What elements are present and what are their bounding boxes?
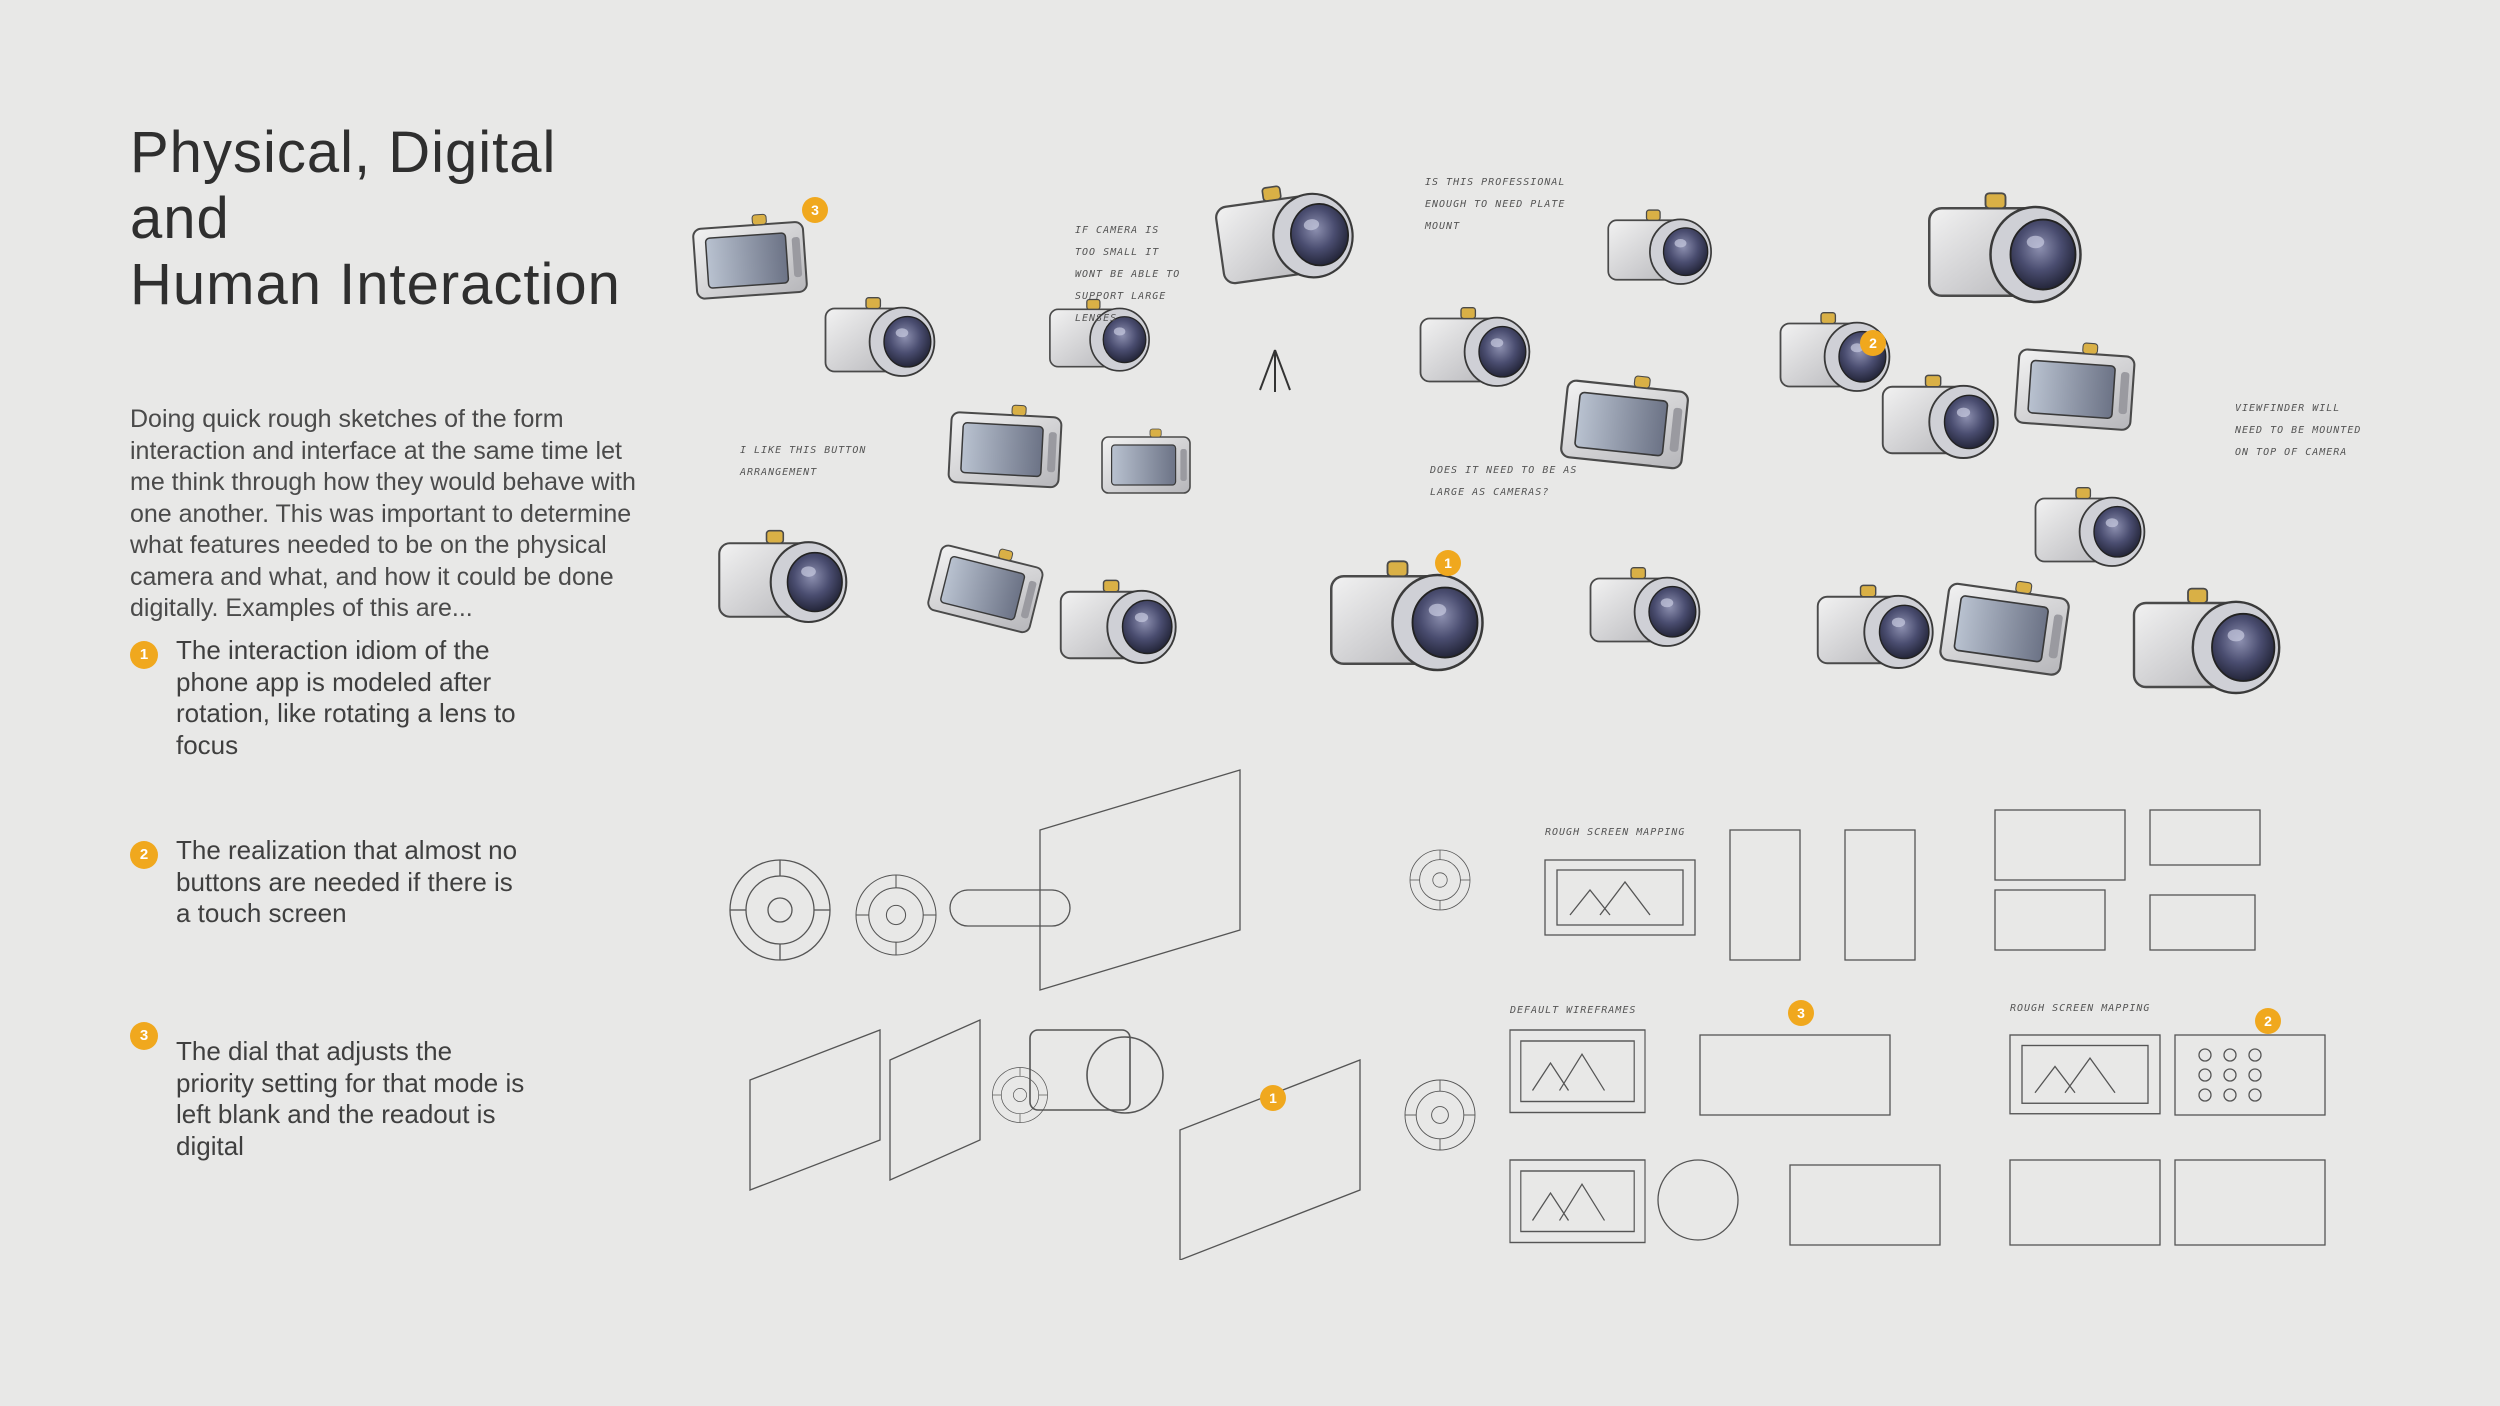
note-screen-mapping-1: ROUGH SCREEN MAPPING: [1545, 827, 1686, 838]
point-2: 2 The realization that almost no buttons…: [130, 835, 530, 930]
note-size: DOES IT NEED TO BE AS LARGE AS CAMERAS?: [1430, 465, 1578, 498]
note-lens-size: IF CAMERA IS TOO SMALL IT WONT BE ABLE T…: [1075, 225, 1181, 324]
point-text-1: The interaction idiom of the phone app i…: [176, 635, 516, 760]
point-text-2: The realization that almost no buttons a…: [176, 835, 518, 928]
number-badge-1: 1: [130, 641, 158, 669]
camera-render-sketches: [691, 175, 2281, 695]
point-3: 3 The dial that adjusts the priority set…: [130, 1022, 530, 1162]
camera-sketches-illustration: [691, 175, 2326, 1260]
marker-3-top: 3: [802, 197, 828, 223]
page-title: Physical, Digital and Human Interaction: [130, 120, 650, 318]
number-badge-2: 2: [130, 841, 158, 869]
number-badge-3: 3: [130, 1022, 158, 1050]
point-1: 1 The interaction idiom of the phone app…: [130, 635, 530, 761]
wireframe-sketches: [729, 769, 2326, 1260]
intro-paragraph: Doing quick rough sketches of the form i…: [130, 405, 636, 622]
title-line-1: Physical, Digital and: [130, 120, 557, 251]
note-default-wireframes: DEFAULT WIREFRAMES: [1510, 1005, 1637, 1016]
point-text-3: The dial that adjusts the priority setti…: [176, 1036, 525, 1161]
marker-3-bottom: 3: [1788, 1000, 1814, 1026]
marker-1-bottom: 1: [1260, 1085, 1286, 1111]
sketch-board: 3 2 1 3 2 1 IF CAMERA IS TOO SMALL IT WO…: [680, 150, 2380, 1260]
marker-1-top: 1: [1435, 550, 1461, 576]
note-screen-mapping-2: ROUGH SCREEN MAPPING: [2010, 1003, 2151, 1014]
note-plate-mount: IS THIS PROFESSIONAL ENOUGH TO NEED PLAT…: [1425, 177, 1566, 232]
note-button-arrangement: I LIKE THIS BUTTON ARRANGEMENT: [740, 445, 867, 478]
left-panel: Physical, Digital and Human Interaction …: [130, 120, 650, 650]
marker-2-bottom: 2: [2255, 1008, 2281, 1034]
marker-2-top: 2: [1860, 330, 1886, 356]
title-line-2: Human Interaction: [130, 252, 621, 317]
note-viewfinder: VIEWFINDER WILL NEED TO BE MOUNTED ON TO…: [2235, 403, 2362, 458]
